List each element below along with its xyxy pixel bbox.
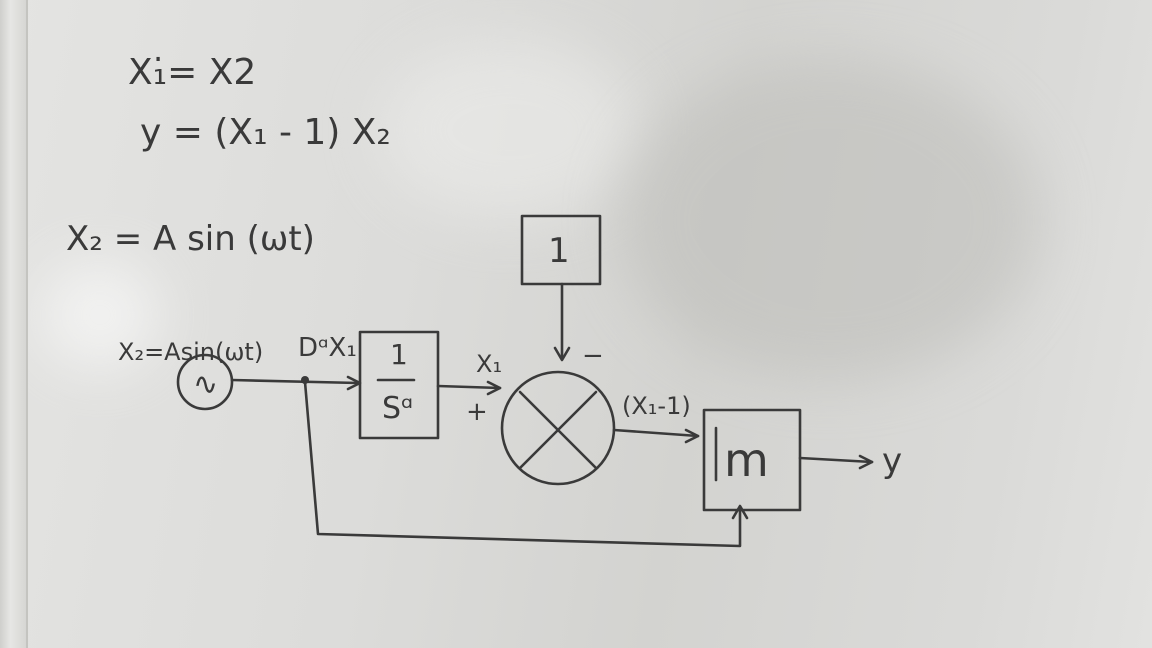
derivative-label: DᵅX₁ [298, 333, 357, 363]
arrow-icon [858, 454, 874, 470]
junction-dot [301, 376, 309, 384]
difference-label: (X₁-1) [622, 392, 691, 420]
signal-line [612, 428, 700, 438]
multiplier-block [702, 408, 802, 512]
sine-icon: ∿ [193, 367, 218, 402]
integrator-denominator: Sᵅ [382, 391, 413, 426]
arrow-icon [731, 504, 749, 520]
arrow-icon [553, 346, 571, 362]
shadow-reflection [620, 60, 1040, 380]
integrator-numerator: 1 [390, 338, 408, 371]
constant-value: 1 [548, 231, 570, 271]
multiplier-label: m [724, 433, 769, 487]
source-label: X₂=Asin(ωt) [118, 338, 263, 366]
cross-icon [518, 390, 598, 470]
summing-junction [500, 370, 616, 486]
sine-source [176, 353, 234, 411]
feedback-line [303, 380, 742, 548]
equation-output: y = (X₁ - 1) X₂ [140, 112, 391, 153]
minus-sign: − [582, 341, 604, 371]
signal-line [798, 456, 874, 464]
board-frame [0, 0, 28, 648]
equation-state: X₁̇= X2 [128, 52, 256, 93]
light-reflection [380, 40, 640, 220]
light-reflection [40, 260, 160, 370]
plus-sign: + [466, 397, 488, 427]
arrow-icon [684, 428, 700, 444]
arrow-icon [486, 380, 502, 396]
x1-label: X₁ [476, 350, 502, 378]
equation-input: X₂ = A sin (ωt) [66, 219, 315, 259]
signal-line [230, 378, 360, 385]
output-label: y [882, 441, 902, 481]
signal-line [436, 384, 502, 390]
